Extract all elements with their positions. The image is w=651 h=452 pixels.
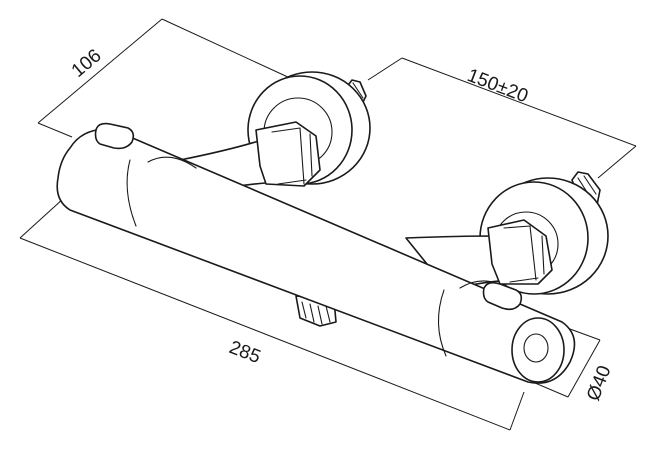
dimension-length-label: 285	[226, 337, 263, 368]
dimension-diameter-label: Ø40	[583, 363, 615, 404]
dimension-inlet-spacing-label: 150±20	[464, 65, 531, 107]
mixer-body	[56, 121, 576, 384]
dimension-inlet-spacing: 150±20	[367, 57, 637, 179]
dimension-depth-label: 106	[68, 45, 106, 81]
right-control-button	[482, 281, 523, 311]
left-control-button	[94, 122, 135, 150]
